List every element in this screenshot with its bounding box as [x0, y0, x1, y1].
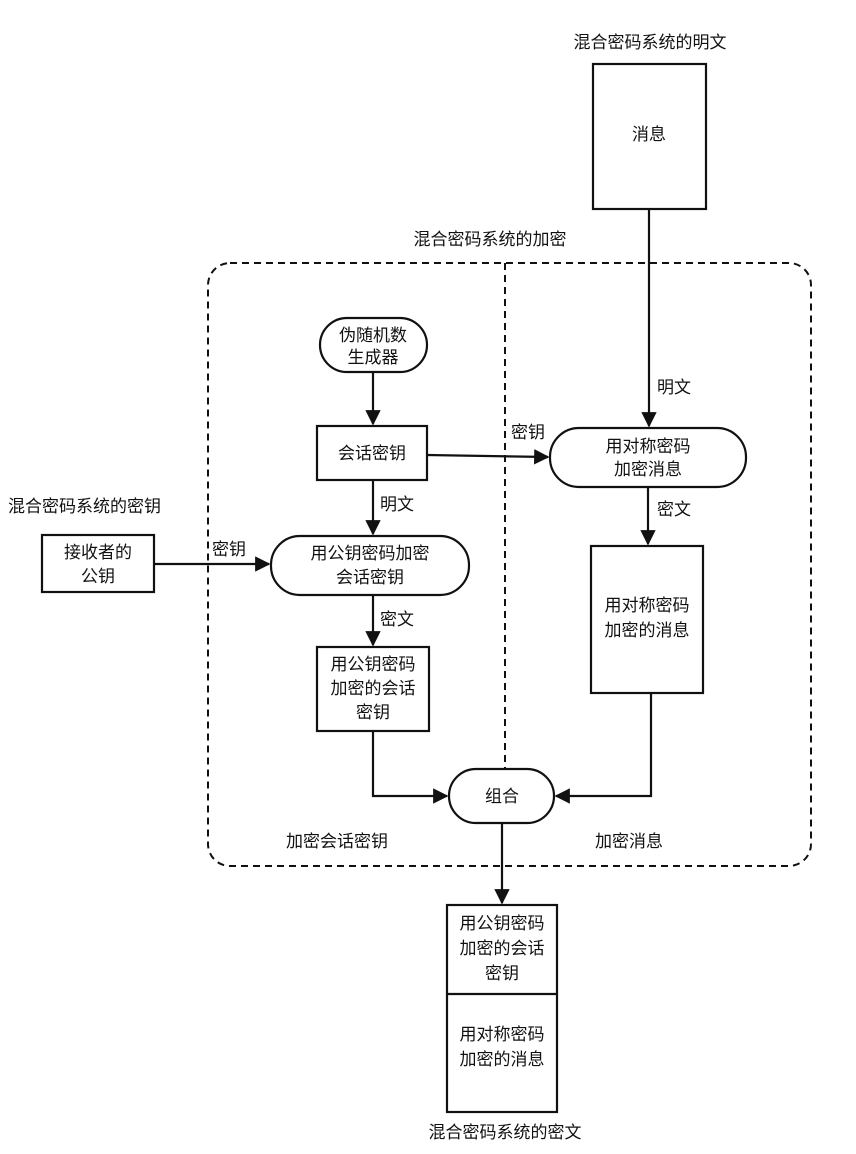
pub-encrypt-line2: 会话密钥	[336, 568, 404, 588]
output-top-line3: 密钥	[485, 964, 519, 984]
message-label: 消息	[632, 125, 666, 145]
receiver-pubkey-line1: 接收者的	[64, 543, 132, 563]
arrow-session-to-sym	[426, 449, 550, 465]
session-key-box	[315, 424, 429, 482]
region-label-encrypt-session-key: 加密会话密钥	[286, 832, 388, 852]
sym-encrypted-msg-line1: 用对称密码	[605, 596, 690, 616]
ciphertext-system-title: 混合密码系统的密文	[429, 1123, 582, 1143]
output-top-line1: 用公钥密码	[460, 914, 545, 934]
sym-encrypted-msg-box	[589, 544, 705, 695]
receiver-pubkey-box	[40, 533, 156, 594]
output-top-line2: 加密的会话	[460, 939, 545, 959]
label-ciphertext-right: 密文	[657, 500, 691, 520]
pub-encrypted-key-line3: 密钥	[356, 703, 390, 723]
message-box	[591, 62, 708, 211]
encryption-region	[207, 262, 812, 867]
receiver-pubkey-line2: 公钥	[81, 567, 115, 587]
sym-encrypted-msg-line2: 加密的消息	[605, 621, 690, 641]
label-plaintext-right: 明文	[657, 378, 691, 398]
key-system-title: 混合密码系统的密钥	[8, 497, 161, 517]
output-box	[445, 903, 559, 1114]
pub-encrypted-key-line2: 加密的会话	[331, 679, 416, 699]
sym-encrypt-line2: 加密消息	[614, 460, 682, 480]
encryption-title: 混合密码系统的加密	[414, 230, 567, 250]
prng-label-line1: 伪随机数	[339, 326, 407, 346]
plaintext-title: 混合密码系统的明文	[574, 33, 727, 53]
prng-label-line2: 生成器	[348, 348, 399, 368]
pub-encrypted-key-box	[315, 645, 431, 733]
sym-encrypt-line1: 用对称密码	[606, 437, 691, 457]
output-bottom-line2: 加密的消息	[460, 1050, 545, 1070]
label-plaintext-left: 明文	[380, 495, 414, 515]
pub-encrypt-line1: 用公钥密码加密	[311, 544, 430, 564]
combine-label: 组合	[485, 787, 519, 807]
region-label-encrypt-message: 加密消息	[595, 832, 663, 852]
pub-encrypt-node	[269, 534, 471, 597]
session-key-label: 会话密钥	[338, 444, 406, 464]
label-key-session-to-sym: 密钥	[511, 423, 545, 443]
arrow-encmsg-to-combine	[554, 693, 653, 804]
output-bottom-line1: 用对称密码	[460, 1025, 545, 1045]
label-ciphertext-left: 密文	[380, 610, 414, 630]
label-key-pubkey: 密钥	[212, 540, 246, 560]
pub-encrypted-key-line1: 用公钥密码	[331, 655, 416, 675]
arrow-enckey-to-combine	[371, 731, 449, 804]
